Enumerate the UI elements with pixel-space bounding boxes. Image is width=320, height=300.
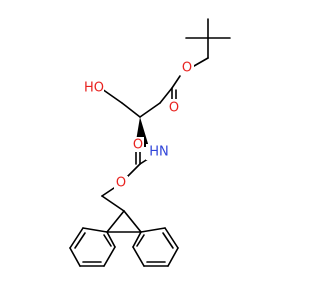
atom-label-ester-o: O [182,61,192,76]
label-bg [114,176,128,191]
atom-label-carbamate-carbonyl-o: O [133,138,143,153]
bond [123,210,142,233]
bond [101,195,125,212]
bond [101,88,123,104]
bond [159,87,173,104]
bond [167,247,179,267]
bond [140,227,166,233]
bond [69,227,84,249]
left-benzene-ring [69,227,116,267]
label-bg [146,144,170,160]
tert-butyl-group [185,18,231,59]
bond [164,227,179,249]
right-benzene-ring [132,227,179,267]
bond [193,57,209,67]
structure-svg: O O HO HN O O [69,18,231,267]
bond [171,75,181,89]
bond [101,187,115,197]
label-bg [181,60,194,75]
bond [162,232,174,249]
atom-label-hydroxyl: HO [84,81,104,96]
label-bg [165,99,179,114]
bond [106,231,116,248]
fluorenylmethyl-group [101,195,142,233]
label-bg [132,137,144,152]
bond [82,227,108,233]
atom-label-amine: HN [149,145,169,160]
bond [74,232,86,249]
bond [127,163,141,177]
bond [132,231,142,248]
label-bg [82,80,104,96]
atom-label-ester-carbonyl-o: O [169,101,179,116]
bond [121,102,141,118]
molecule-diagram: O O HO HN O O [69,18,231,267]
bond [103,246,116,267]
atom-labels: O O HO HN O O [82,60,194,191]
bond [106,210,125,233]
ester-group [159,57,209,104]
bond [132,246,145,267]
bond [136,234,145,247]
bond [139,102,161,118]
atom-label-carbamate-ether-o: O [116,176,126,191]
bond [69,247,81,267]
bond [103,234,112,247]
backbone [101,88,161,147]
